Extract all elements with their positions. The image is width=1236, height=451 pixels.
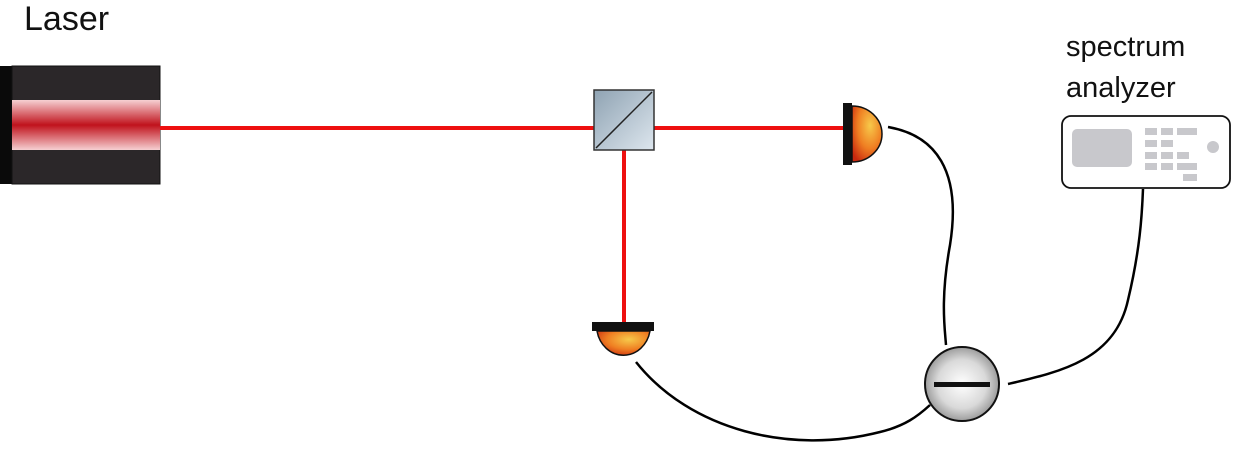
photodiode-icon <box>592 322 654 356</box>
photodiode-icon <box>843 103 883 165</box>
cable-subtractor-to-analyzer <box>1007 188 1145 386</box>
cable-detector2-to-subtractor <box>635 361 931 442</box>
spectrum-analyzer-label-line2: analyzer <box>1066 72 1176 104</box>
signal-cables <box>635 125 1145 442</box>
spectrum-analyzer-icon <box>1061 115 1231 189</box>
analyzer-keypad <box>1145 128 1197 181</box>
laser-beam <box>160 126 843 325</box>
subtractor <box>924 346 1000 422</box>
spectrum-analyzer-label-line1: spectrum <box>1066 31 1185 63</box>
analyzer-screen <box>1072 129 1132 167</box>
cable-detector1-to-subtractor <box>887 125 955 346</box>
minus-icon <box>934 382 990 387</box>
analyzer-knob <box>1207 141 1219 153</box>
laser-label: Laser <box>24 0 109 38</box>
laser-source-icon <box>0 65 161 185</box>
beam-splitter-cube-icon <box>593 89 655 151</box>
